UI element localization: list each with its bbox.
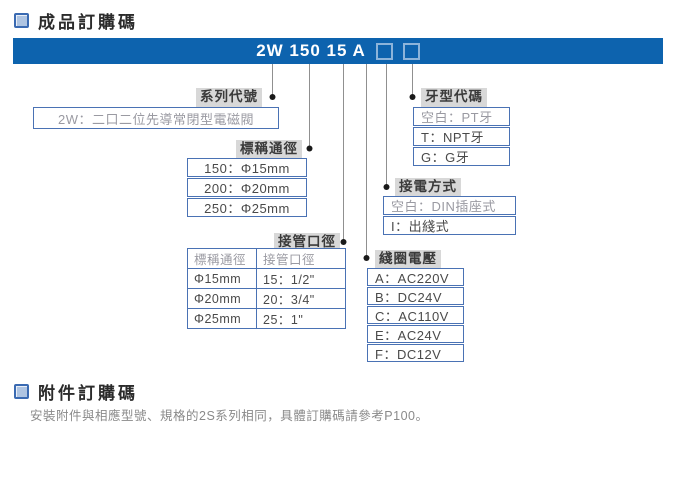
blue-square-bullet-icon (14, 384, 29, 399)
accessory-heading: 附件訂購碼 (14, 379, 138, 404)
pipe-size-header-cell: 標稱通徑 (187, 248, 257, 269)
series-code-box: 2W：二口二位先導常閉型電磁閥 (33, 107, 279, 129)
model-code-text: 2W 150 15 A (256, 41, 366, 60)
series-code-label: 系列代號 (196, 88, 262, 107)
pipe-size-cell: Φ15mm (187, 268, 257, 289)
thread-code-label: 牙型代碼 (421, 88, 487, 107)
thread-code-options: 空白：PT牙 T：NPT牙 G：G牙 (413, 107, 510, 166)
blue-square-bullet-icon (14, 13, 29, 28)
table-row: Φ15mm 15：1/2" (187, 268, 346, 289)
thread-code-option: T：NPT牙 (413, 127, 510, 146)
page-title: 成品訂購碼 (38, 13, 138, 32)
pipe-size-cell: Φ20mm (187, 288, 257, 309)
coil-voltage-option: E：AC24V (367, 325, 464, 343)
main-heading: 成品訂購碼 (14, 8, 138, 33)
pipe-size-cell: 20：3/4" (256, 288, 346, 309)
electrical-connection-options: 空白：DIN插座式 I：出綫式 (383, 196, 516, 235)
electrical-connection-label: 接電方式 (395, 178, 461, 197)
nominal-diameter-option: 250：Φ25mm (187, 198, 307, 217)
accessory-note: 安裝附件與相應型號、規格的2S系列相同，具體訂購碼請參考P100。 (30, 409, 429, 423)
pipe-size-cell: Φ25mm (187, 308, 257, 329)
series-code-value: 2W：二口二位先導常閉型電磁閥 (33, 107, 279, 129)
electrical-connection-option: 空白：DIN插座式 (383, 196, 516, 215)
nominal-diameter-label: 標稱通徑 (236, 140, 302, 159)
nominal-diameter-option: 200：Φ20mm (187, 178, 307, 197)
coil-voltage-option: B：DC24V (367, 287, 464, 305)
coil-voltage-label: 綫圈電壓 (375, 250, 441, 269)
pipe-size-table: 標稱通徑 接管口徑 Φ15mm 15：1/2" Φ20mm 20：3/4" Φ2… (187, 248, 346, 329)
blank-slot-2 (402, 42, 420, 60)
table-row: Φ25mm 25：1" (187, 308, 346, 329)
thread-code-option: G：G牙 (413, 147, 510, 166)
pipe-size-header-cell: 接管口徑 (256, 248, 346, 269)
coil-voltage-option: C：AC110V (367, 306, 464, 324)
pipe-size-cell: 25：1" (256, 308, 346, 329)
pipe-size-table-header: 標稱通徑 接管口徑 (187, 248, 346, 269)
coil-voltage-options: A：AC220V B：DC24V C：AC110V E：AC24V F：DC12… (367, 268, 464, 362)
thread-code-option: 空白：PT牙 (413, 107, 510, 126)
pipe-size-cell: 15：1/2" (256, 268, 346, 289)
model-code-banner: 2W 150 15 A (13, 38, 663, 64)
blank-slot-1 (375, 42, 393, 60)
nominal-diameter-options: 150：Φ15mm 200：Φ20mm 250：Φ25mm (187, 158, 307, 217)
table-row: Φ20mm 20：3/4" (187, 288, 346, 309)
coil-voltage-option: A：AC220V (367, 268, 464, 286)
electrical-connection-option: I：出綫式 (383, 216, 516, 235)
pipe-size-label: 接管口徑 (274, 233, 340, 252)
coil-voltage-option: F：DC12V (367, 344, 464, 362)
nominal-diameter-option: 150：Φ15mm (187, 158, 307, 177)
accessory-title: 附件訂購碼 (38, 384, 138, 403)
